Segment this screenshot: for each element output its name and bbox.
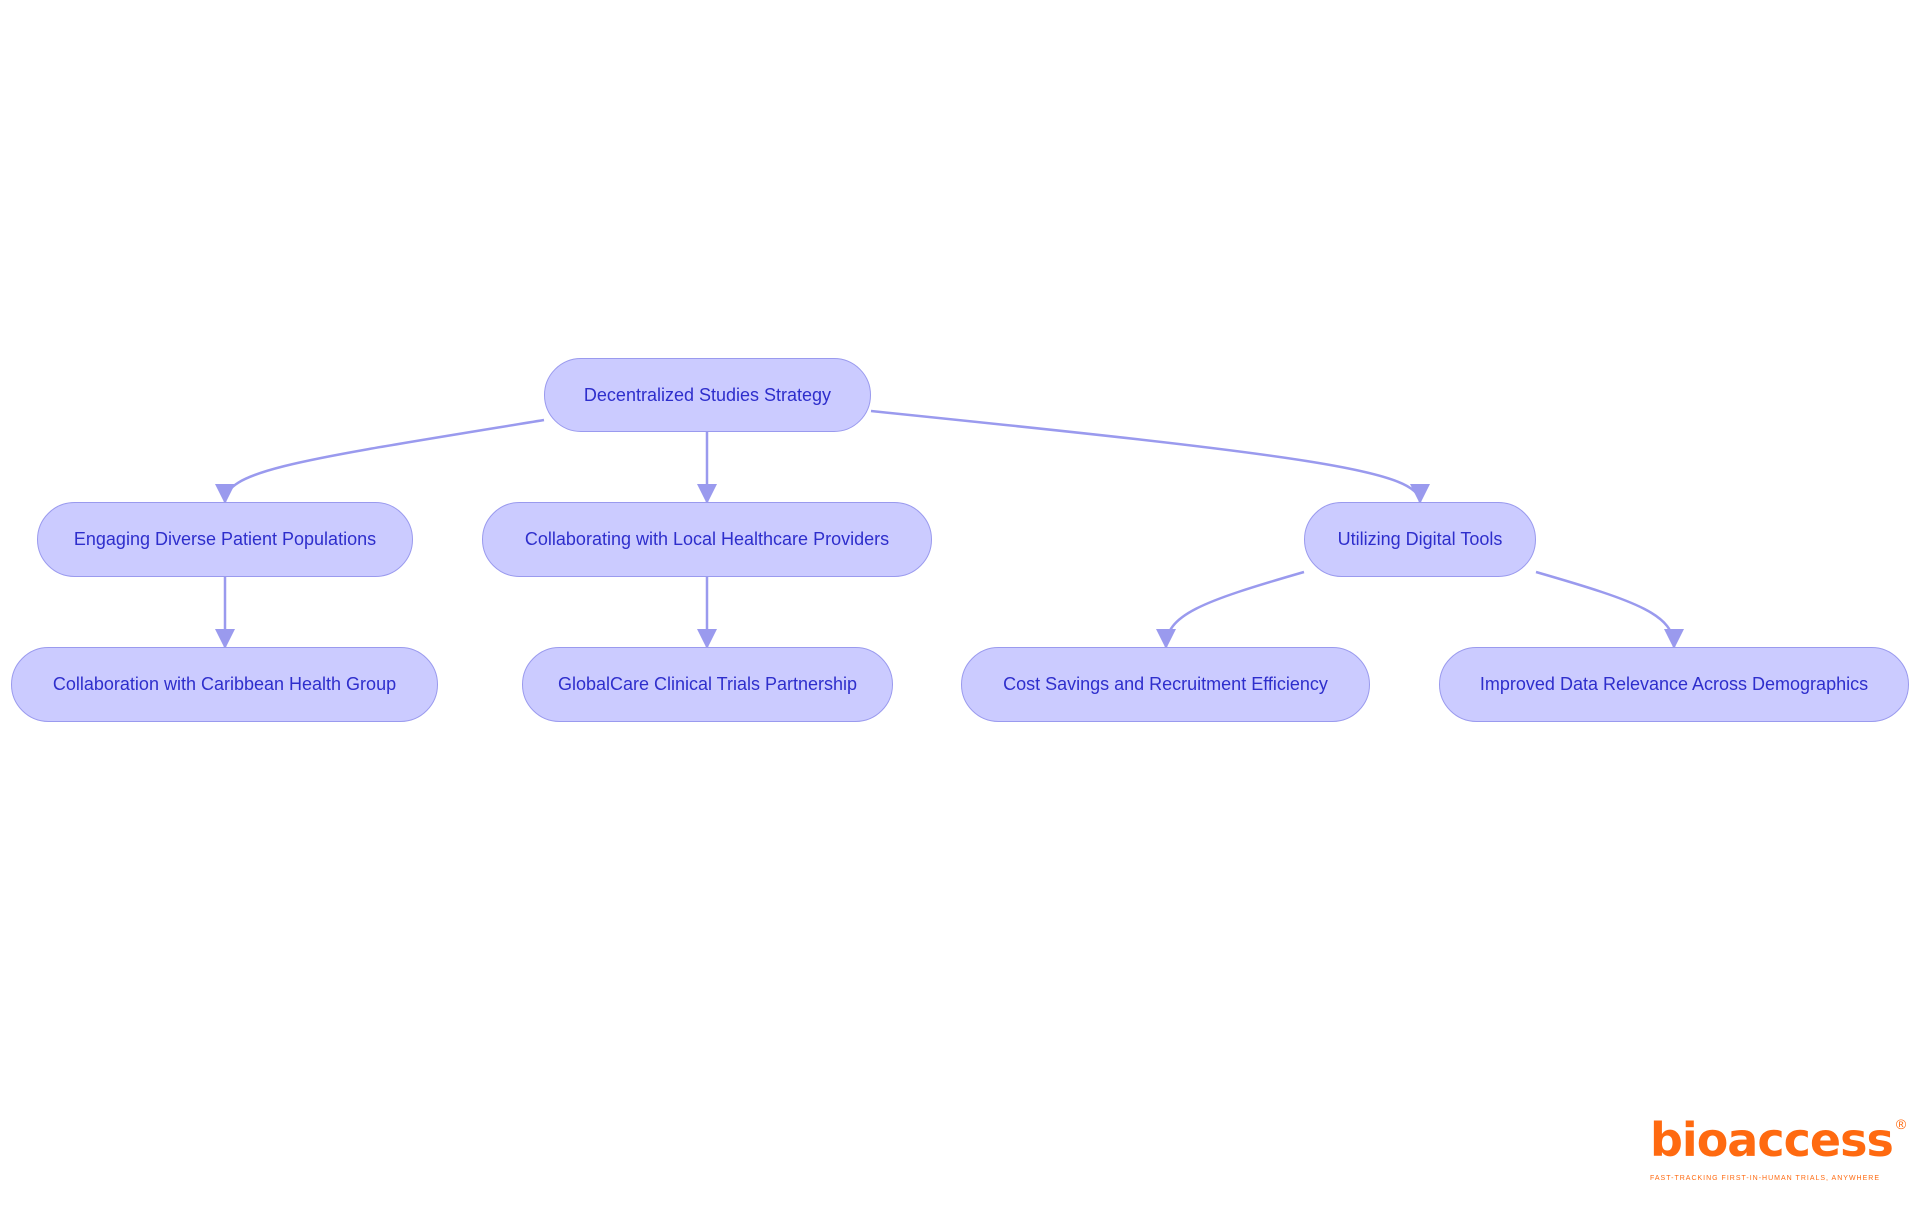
node-globalcare-partnership: GlobalCare Clinical Trials Partnership (522, 647, 893, 722)
node-label: GlobalCare Clinical Trials Partnership (557, 674, 858, 694)
node-label: Cost Savings and Recruitment Efficiency (1003, 674, 1328, 694)
logo-wordmark-row: bioaccess ® (1650, 1110, 1906, 1170)
node-label: Collaborating with Local Healthcare Prov… (524, 529, 890, 549)
node-improved-data-relevance: Improved Data Relevance Across Demograph… (1439, 647, 1909, 722)
edge-root-utilizing (870, 409, 1430, 504)
edge-root-engaging (215, 418, 545, 504)
node-decentralized-studies-strategy: Decentralized Studies Strategy (544, 358, 871, 432)
bioaccess-logo: bioaccess ® FAST-TRACKING FIRST-IN-HUMAN… (1650, 1110, 1906, 1184)
node-cost-savings: Cost Savings and Recruitment Efficiency (961, 647, 1370, 722)
node-caribbean-health-group: Collaboration with Caribbean Health Grou… (11, 647, 438, 722)
node-label: Decentralized Studies Strategy (583, 384, 832, 405)
logo-tagline: FAST-TRACKING FIRST-IN-HUMAN TRIALS, ANY… (1650, 1175, 1881, 1182)
node-label: Collaboration with Caribbean Health Grou… (52, 674, 397, 694)
edge-utilizing-improved (1535, 570, 1684, 649)
node-label: Utilizing Digital Tools (1337, 529, 1503, 549)
registered-mark: ® (1895, 1116, 1907, 1132)
node-utilizing-digital-tools: Utilizing Digital Tools (1304, 502, 1536, 577)
node-collaborating-local-healthcare: Collaborating with Local Healthcare Prov… (482, 502, 932, 577)
logo-wordmark: bioaccess (1650, 1113, 1894, 1167)
node-engaging-diverse-patient-populations: Engaging Diverse Patient Populations (37, 502, 413, 577)
edge-utilizing-cost (1156, 570, 1305, 649)
node-label: Engaging Diverse Patient Populations (73, 529, 377, 549)
node-label: Improved Data Relevance Across Demograph… (1479, 674, 1869, 694)
